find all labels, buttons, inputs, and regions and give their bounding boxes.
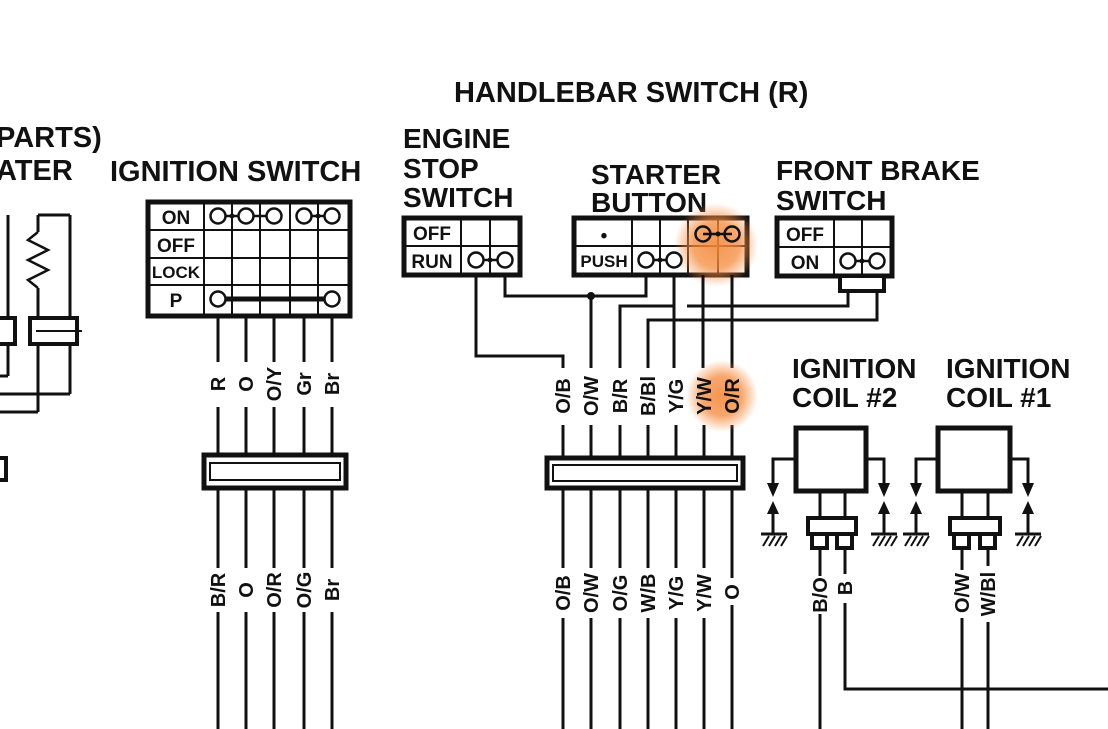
contact [665, 251, 683, 269]
handlebar-harness-wires [474, 275, 879, 729]
contact [868, 252, 886, 270]
wire-label: Y/W [694, 377, 716, 415]
ignition-coil-1 [903, 425, 1042, 729]
junction-dot [587, 292, 595, 300]
wire-label: Y/W [694, 574, 716, 612]
coil1-title-1: IGNITION [946, 353, 1070, 384]
engine-stop-row-off: OFF [413, 224, 451, 245]
contact [467, 251, 485, 269]
ignition-row-p: P [170, 291, 183, 312]
wire-highlight [686, 360, 758, 432]
coil2-title-1: IGNITION [792, 353, 916, 384]
contact [209, 207, 227, 225]
wire-label: R [208, 376, 230, 391]
ignition-row-off: OFF [157, 236, 195, 257]
front-brake-switch [774, 215, 895, 293]
brake-row-on: ON [791, 253, 820, 274]
contact [323, 290, 341, 308]
ignition-upper-wire-labels: R O O/Y Gr Br [208, 366, 344, 401]
coil1-title-2: COIL #1 [946, 382, 1051, 413]
engine-stop-row-run: RUN [411, 252, 452, 273]
wire-label: Y/G [666, 379, 688, 413]
engine-stop-title-1: ENGINE [403, 123, 510, 154]
contact [496, 251, 514, 269]
ignition-switch-connector [201, 452, 349, 491]
contact [295, 207, 313, 225]
wire-label: O [236, 582, 258, 598]
contact [839, 252, 857, 270]
starter-row-dot: • [601, 226, 608, 247]
starter-highlight [674, 203, 758, 287]
starter-title-2: BUTTON [591, 187, 707, 218]
brake-title-2: SWITCH [776, 185, 886, 216]
starter-row-push: PUSH [580, 252, 627, 271]
coil2-connector [806, 516, 858, 550]
coil1-wire-label-1: O/W [952, 573, 974, 613]
wire-label: B/R [208, 572, 230, 607]
wire-label: Gr [294, 372, 316, 396]
ignition-row-on: ON [162, 208, 191, 229]
coil1-connector [948, 516, 1002, 550]
contact [637, 251, 655, 269]
contact [694, 225, 712, 243]
contact [209, 290, 227, 308]
handlebar-connector [544, 455, 746, 491]
wire-label: O/B [553, 378, 575, 414]
contact [723, 225, 741, 243]
handlebar-upper-wire-labels: O/B O/W B/R B/Bl Y/G Y/W O/R [553, 376, 744, 416]
starter-contacts [637, 225, 741, 269]
wire-label: W/B [638, 574, 660, 613]
wire-label: O/R [722, 378, 744, 414]
wire-label: O/B [553, 575, 575, 611]
wire-label: B/R [610, 378, 632, 413]
contact [265, 207, 283, 225]
wire-label: Y/G [666, 576, 688, 610]
brake-switch-connector [838, 274, 886, 293]
page-title: HANDLEBAR SWITCH (R) [454, 77, 808, 109]
wire-label: O/G [294, 572, 316, 609]
wire-label: Br [322, 373, 344, 395]
ignition-switch-title: IGNITION SWITCH [110, 156, 361, 188]
ignition-switch [145, 199, 353, 729]
wire-label: O/W [581, 573, 603, 613]
engine-stop-switch [401, 215, 523, 278]
coil2-title-2: COIL #2 [792, 382, 897, 413]
brake-row-off: OFF [786, 225, 824, 246]
wire-label: O/R [264, 572, 286, 608]
ignition-coil-2 [761, 425, 1108, 729]
wire-label: O [722, 584, 744, 600]
coil2-wire-label-2: B [835, 581, 857, 595]
brake-title-1: FRONT BRAKE [776, 155, 980, 186]
contact [237, 207, 255, 225]
coil1-wire-label-2: W/Bl [978, 572, 1000, 616]
ignition-row-lock: LOCK [152, 263, 201, 282]
wire-label: O/Y [264, 366, 286, 401]
starter-title-1: STARTER [591, 159, 721, 190]
engine-stop-title-3: SWITCH [403, 182, 513, 213]
handlebar-lower-wire-labels: O/B O/W O/G W/B Y/G Y/W O [553, 573, 744, 613]
ignition-lower-wire-labels: B/R O O/R O/G Br [208, 572, 344, 609]
left-fragment-label-2: ATER [0, 155, 73, 187]
left-fragment-label-1: PARTS) [0, 122, 102, 154]
contact [323, 207, 341, 225]
wire-label: Br [322, 579, 344, 601]
engine-stop-title-2: STOP [403, 153, 479, 184]
coil2-wire-label-1: B/O [810, 577, 832, 613]
wire-label: B/Bl [638, 376, 660, 416]
left-fragment [0, 213, 82, 482]
wire-label: O/W [581, 376, 603, 416]
wire-label: O [236, 376, 258, 392]
resistor-symbol [25, 231, 51, 289]
wire-label: O/G [610, 575, 632, 612]
